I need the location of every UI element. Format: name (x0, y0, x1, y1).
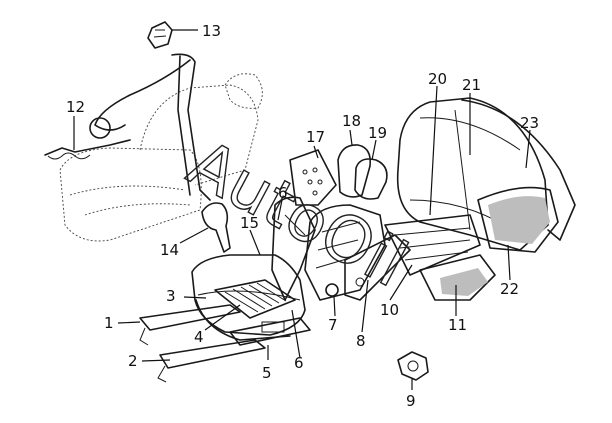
callout-3: 3 (166, 287, 176, 305)
callout-9: 9 (406, 392, 416, 410)
headrest-pad-19 (354, 158, 388, 200)
backrest-wire-frame (384, 214, 481, 276)
recliner-bracket (344, 234, 411, 301)
backrest-foam-pad (477, 186, 559, 253)
callout-13: 13 (202, 22, 221, 40)
callout-7: 7 (328, 316, 338, 334)
seat-heating-pad (214, 279, 296, 319)
callout-12: 12 (66, 98, 85, 116)
callout-14: 14 (160, 241, 179, 259)
callout-8: 8 (356, 332, 366, 350)
callout-21: 21 (462, 76, 481, 94)
seat-rail-2 (157, 339, 266, 383)
callout-6-lower: 6 (294, 354, 304, 372)
callout-10: 10 (380, 301, 399, 319)
seat-belt-assembly (44, 53, 211, 201)
side-trim-panel (419, 254, 496, 301)
leader-lines (73, 29, 531, 390)
cushion-cover (195, 299, 291, 341)
callout-2: 2 (128, 352, 138, 370)
backrest-rear-panel (461, 99, 576, 241)
seat-belt-buckle (201, 202, 231, 253)
callout-5: 5 (262, 364, 272, 382)
callout-20: 20 (428, 70, 447, 88)
callout-1: 1 (104, 314, 114, 332)
callout-23: 23 (520, 114, 539, 132)
callout-6-upper: 6 (278, 184, 288, 202)
callout-17: 17 (306, 128, 325, 146)
callout-18: 18 (342, 112, 361, 130)
lumbar-support-panel (289, 149, 337, 206)
assembled-seat-outline (59, 73, 263, 242)
callout-15: 15 (240, 214, 259, 232)
callout-11: 11 (448, 316, 467, 334)
belt-guide-clip (147, 21, 173, 49)
seat-lower-frame (229, 317, 311, 346)
callout-4: 4 (194, 328, 204, 346)
callout-19: 19 (368, 124, 387, 142)
headrest-pad-18 (337, 144, 372, 198)
callout-22: 22 (500, 280, 519, 298)
adjustment-knob (397, 351, 429, 381)
seat-rail-1 (139, 304, 241, 346)
